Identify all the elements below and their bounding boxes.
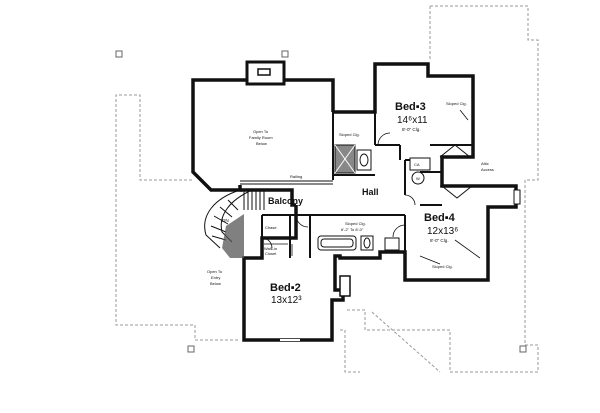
bed4-clg: 8'-0" Clg.	[430, 238, 449, 243]
chase-label: Chase	[265, 225, 277, 230]
sloped-indicators	[439, 144, 473, 199]
side-bump	[339, 275, 351, 297]
family-open-line2: Family Room	[249, 135, 273, 140]
ca-label: CA	[414, 162, 420, 167]
walkin-line1: Walk-in	[264, 246, 277, 251]
stair-landing-hatch	[222, 214, 244, 258]
railing-label: Railing	[290, 174, 302, 179]
bed3-dims: 14⁶x11	[397, 115, 428, 126]
exterior-walls	[191, 62, 518, 342]
balcony-label: Balcony	[268, 196, 303, 206]
entry-open-line1: Open To	[207, 269, 223, 274]
bed4-dims: 12x13⁶	[427, 226, 458, 237]
dn-label: DN	[222, 218, 229, 223]
bed4-sloped: Sloped Clg.	[432, 264, 453, 269]
bed3-sloped: Sloped Clg.	[446, 101, 467, 106]
attic-line1: Attic	[481, 161, 489, 166]
bath-top-sloped: Sloped Clg.	[339, 132, 360, 137]
corner-markers	[115, 50, 527, 353]
closet-lines	[264, 243, 293, 256]
bath-mid-fixtures	[317, 235, 400, 251]
ca-box	[409, 157, 431, 171]
staircase	[204, 189, 265, 249]
entry-open-line3: Below	[210, 281, 221, 286]
entry-open-line2: Entry	[211, 275, 220, 280]
walkin-line2: Closet	[265, 251, 277, 256]
bath-mid-sloped-2: 6'-2" To 8'-0"	[341, 227, 364, 232]
bed4-label: Bed▪4	[424, 212, 456, 224]
washer-circle	[411, 171, 425, 185]
attic-line2: Access	[481, 167, 494, 172]
bath-mid-sloped-1: Sloped Clg.	[345, 221, 366, 226]
bed2-dims: 13x12³	[271, 295, 302, 306]
family-open-line3: Below	[256, 141, 267, 146]
arrows	[419, 109, 481, 265]
family-open-line1: Open To	[253, 129, 269, 134]
bath-top-fixtures	[334, 144, 372, 174]
doors	[261, 132, 416, 249]
hall-label: Hall	[362, 187, 379, 197]
lower-floor-outline	[115, 5, 539, 373]
bed2-label: Bed▪2	[270, 282, 301, 294]
bed3-clg: 8'-0" Clg.	[402, 127, 421, 132]
w-label: W	[416, 176, 420, 181]
bed3-label: Bed▪3	[395, 101, 426, 113]
bed4-window	[513, 189, 521, 205]
